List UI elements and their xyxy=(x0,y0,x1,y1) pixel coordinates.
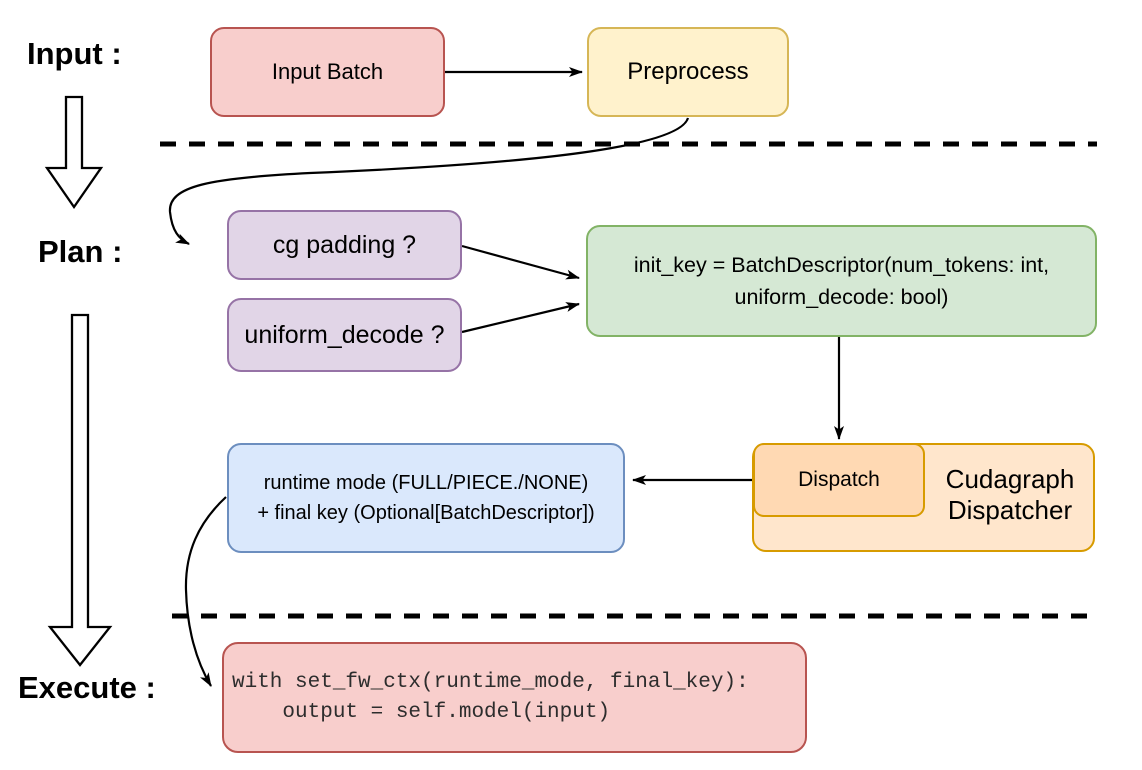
node-cudagraph-dispatcher-label: Cudagraph Dispatcher xyxy=(925,455,1095,535)
node-init-key[interactable]: init_key = BatchDescriptor(num_tokens: i… xyxy=(586,225,1097,337)
node-preprocess-label: Preprocess xyxy=(627,58,749,85)
stage-arrow-plan-to-execute xyxy=(47,313,113,667)
node-input-batch-label: Input Batch xyxy=(271,59,384,84)
arrow-preprocess-to-cg-padding xyxy=(168,117,690,245)
node-cg-padding-label: cg padding ? xyxy=(272,230,417,259)
arrow-runtime-mode-to-execute-code xyxy=(184,496,227,687)
node-cg-padding[interactable]: cg padding ? xyxy=(227,210,462,280)
cudagraph-label-line2: Dispatcher xyxy=(947,495,1073,525)
execute-code-line2: output = self.model(input) xyxy=(232,700,611,724)
node-input-batch[interactable]: Input Batch xyxy=(210,27,445,117)
node-runtime-mode-line1: runtime mode (FULL/PIECE./NONE) xyxy=(263,472,589,494)
node-execute-code[interactable]: with set_fw_ctx(runtime_mode, final_key)… xyxy=(222,642,807,753)
node-uniform-decode-label: uniform_decode ? xyxy=(244,320,445,349)
node-dispatch[interactable]: Dispatch xyxy=(753,443,925,517)
cudagraph-label-line1: Cudagraph xyxy=(945,464,1075,494)
arrow-cg-padding-to-init-key xyxy=(461,244,580,280)
node-runtime-mode[interactable]: runtime mode (FULL/PIECE./NONE) + final … xyxy=(227,443,625,553)
stage-label-input: Input : xyxy=(27,36,122,71)
stage-label-plan: Plan : xyxy=(38,234,123,269)
stage-arrow-input-to-plan xyxy=(44,95,104,210)
node-dispatch-label: Dispatch xyxy=(798,468,880,491)
node-preprocess[interactable]: Preprocess xyxy=(587,27,789,117)
stage-label-execute: Execute : xyxy=(18,670,156,705)
node-runtime-mode-line2: + final key (Optional[BatchDescriptor]) xyxy=(257,502,595,524)
node-uniform-decode[interactable]: uniform_decode ? xyxy=(227,298,462,372)
node-init-key-line2: uniform_decode: bool) xyxy=(734,285,949,309)
execute-code-line1: with set_fw_ctx(runtime_mode, final_key)… xyxy=(232,670,749,694)
node-init-key-line1: init_key = BatchDescriptor(num_tokens: i… xyxy=(633,253,1050,277)
arrow-uniform-decode-to-init-key xyxy=(461,302,580,334)
